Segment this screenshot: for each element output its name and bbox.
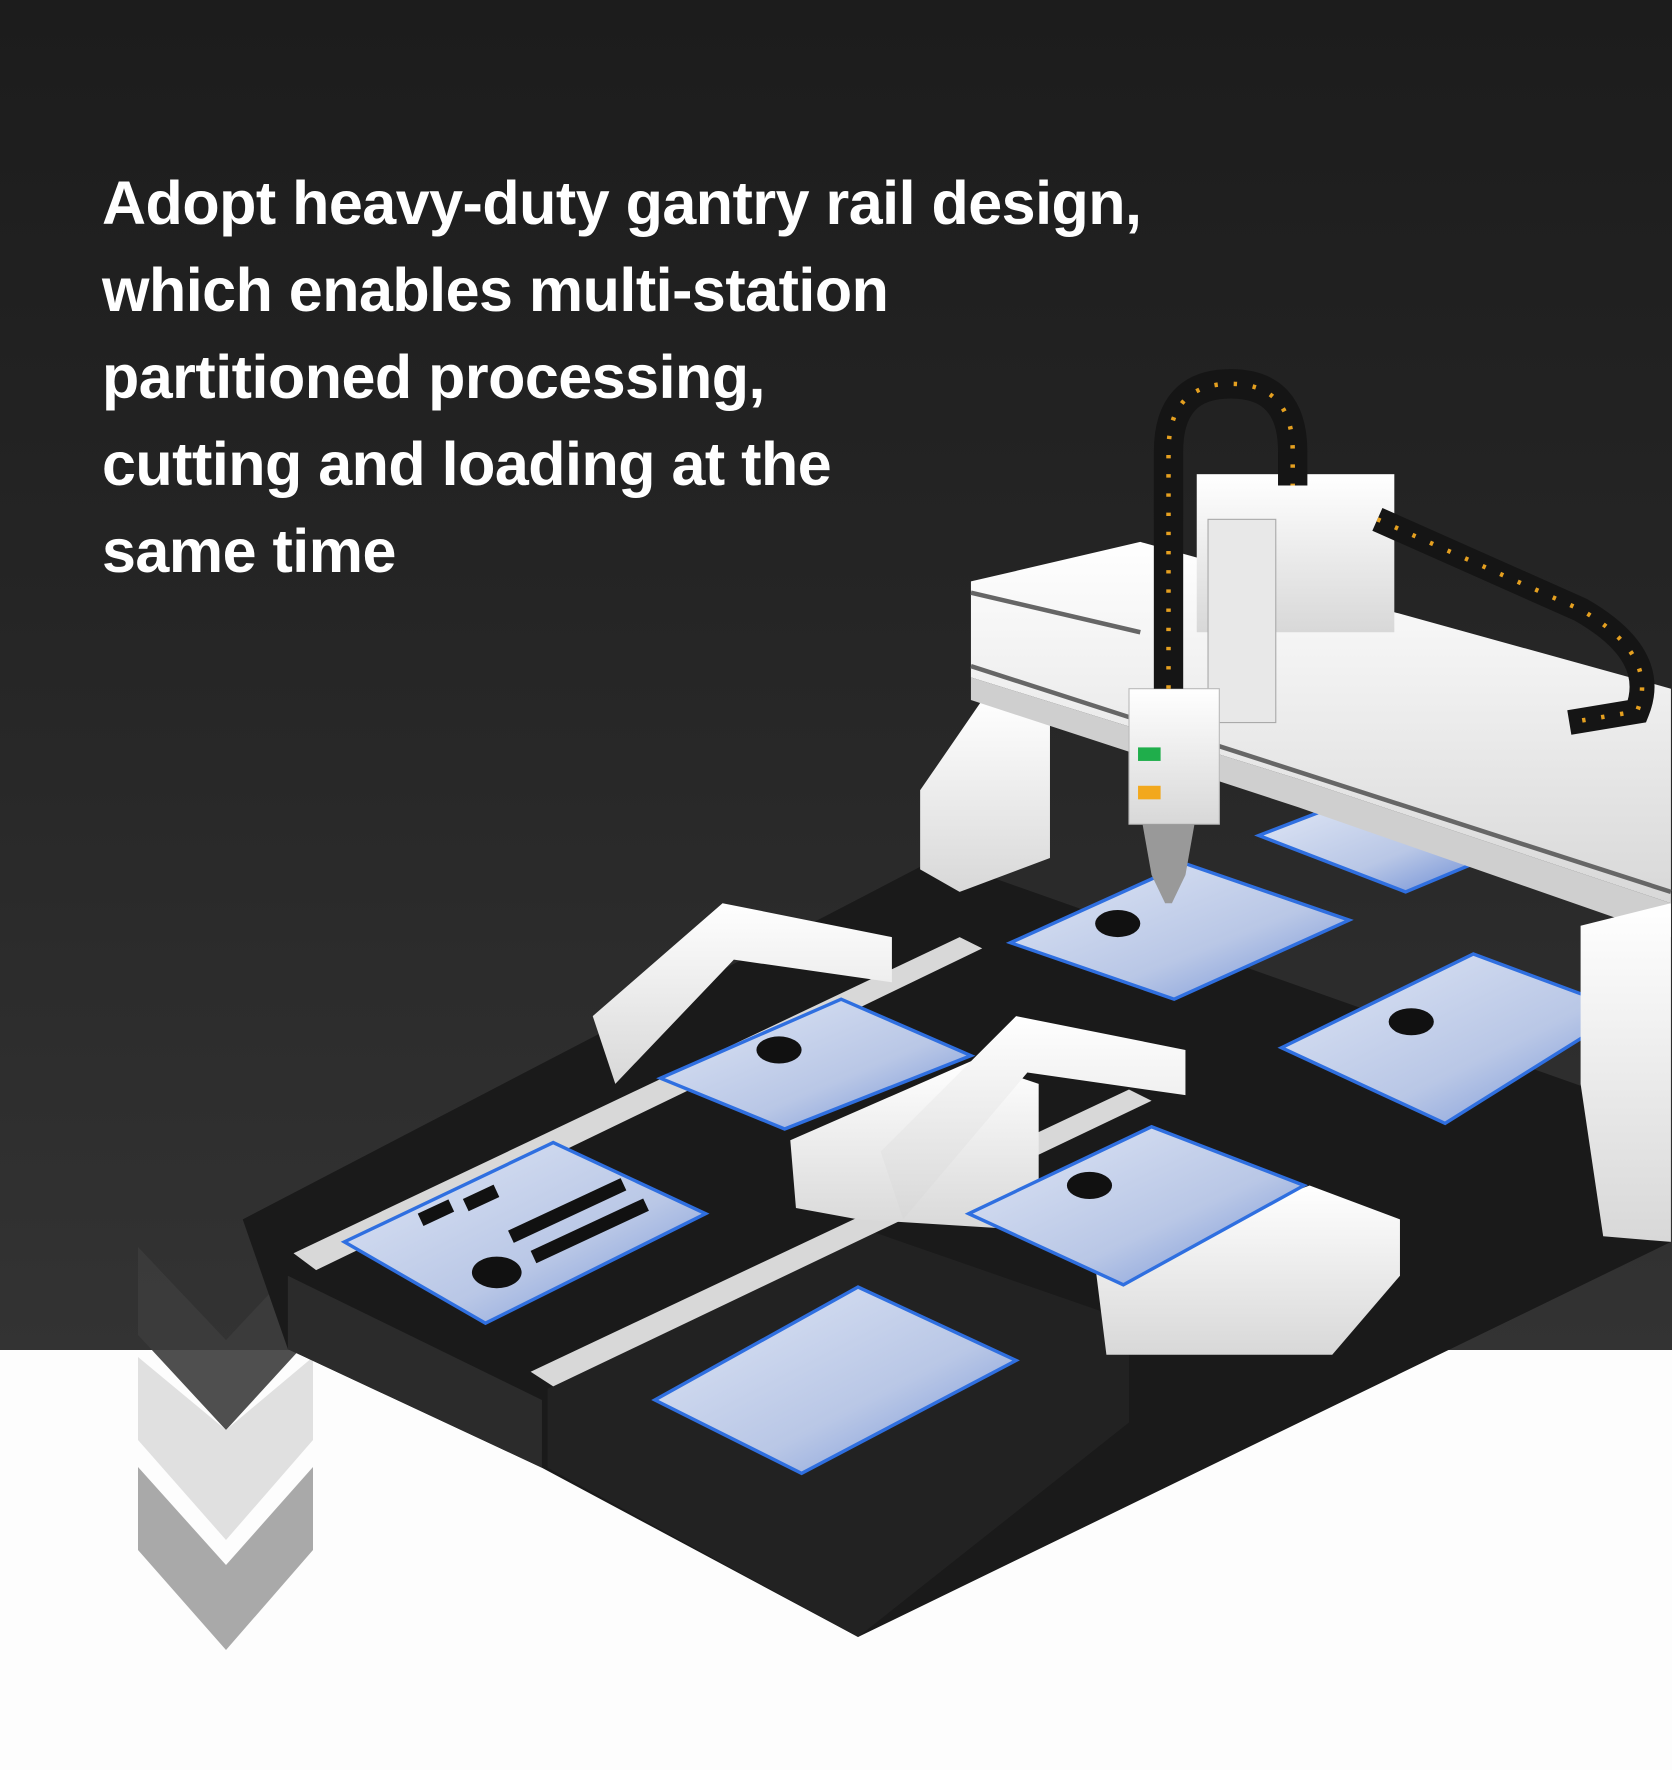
station-wall (1095, 1185, 1400, 1355)
bed-side (287, 1275, 542, 1468)
chevron-down-icon (138, 1247, 313, 1430)
headline-line: same time (102, 517, 396, 585)
headline: Adopt heavy-duty gantry rail design, whi… (102, 160, 1352, 595)
workpiece-panel (656, 997, 976, 1131)
gantry-right-leg (1580, 903, 1671, 1242)
status-light-orange (1138, 785, 1161, 800)
nozzle (1142, 824, 1195, 904)
linear-rail (970, 663, 1672, 895)
cut-holes (417, 909, 1434, 1289)
workpiece-panel (964, 1124, 1309, 1287)
station-wall (880, 1016, 1186, 1220)
station-wall (592, 903, 892, 1084)
status-light-green (1138, 747, 1161, 761)
headline-line: cutting and loading at the (102, 430, 832, 498)
workpiece-panel (1005, 861, 1354, 1001)
gantry-left-column (920, 699, 1050, 892)
headline-line: partitioned processing, (102, 343, 766, 411)
cable-chain (1153, 369, 1308, 689)
headline-line: which enables multi-station (102, 256, 889, 324)
chevron-down-icon (138, 1357, 313, 1540)
linear-rail (970, 590, 1141, 635)
chevron-down-icon (138, 1467, 313, 1650)
headline-line: Adopt heavy-duty gantry rail design, (102, 169, 1142, 237)
gantry-beam (970, 541, 1671, 904)
cable-chain-dots (1376, 517, 1645, 725)
workpiece-panel (651, 1285, 1020, 1476)
